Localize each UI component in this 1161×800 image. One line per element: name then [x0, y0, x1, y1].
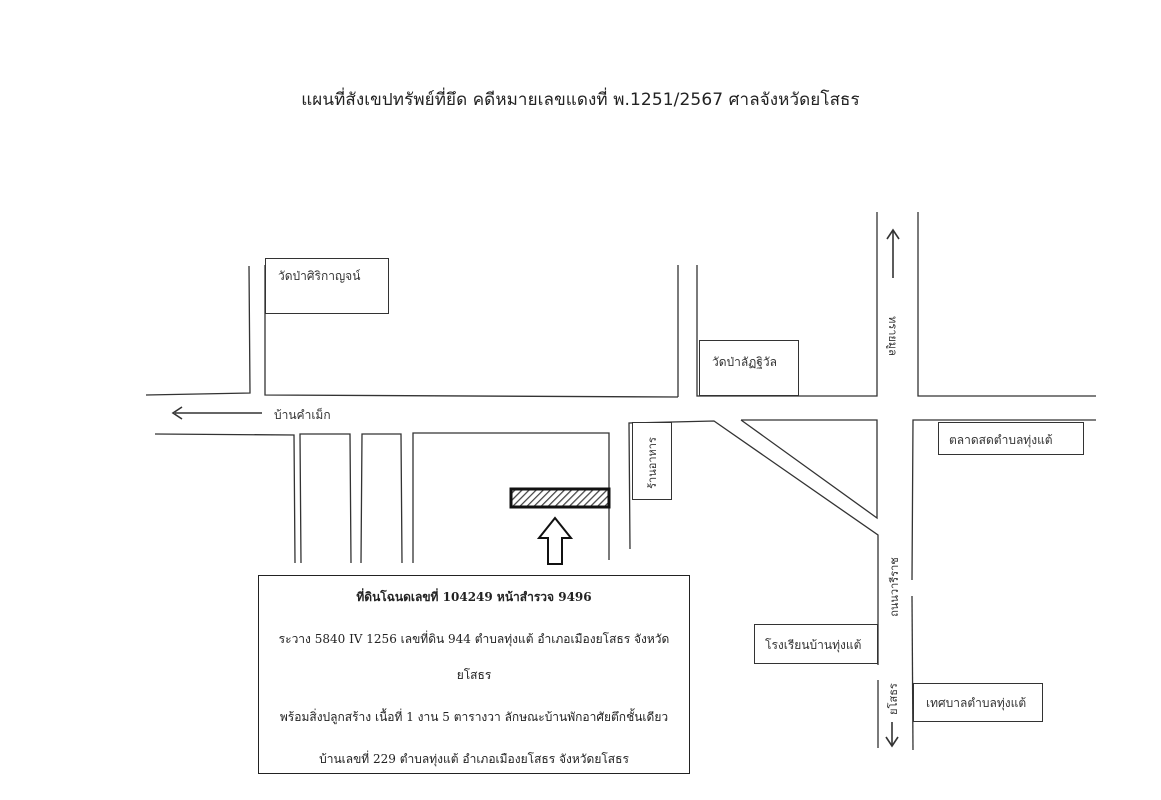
landmark-municipality: เทศบาลตำบลทุ่งแต้ [913, 683, 1043, 722]
property-marker [509, 487, 611, 509]
road-edge [917, 212, 1096, 397]
hollow-up-arrow-icon [536, 516, 574, 565]
deed-line: ที่ดินโฉนดเลขที่ 104249 หน้าสำรวจ 9496 [356, 590, 592, 604]
property-info-box: ที่ดินโฉนดเลขที่ 104249 หน้าสำรวจ 9496 ร… [258, 575, 690, 774]
road-edge [145, 265, 251, 396]
direction-label-north: ทรายมูล [886, 316, 899, 356]
restaurant-label: ร้านอาหาร [646, 437, 659, 489]
road-edge [696, 212, 878, 397]
landmark-label: ตลาดสดตำบลทุ่งแต้ [949, 433, 1053, 447]
province-line: ยโสธร [456, 668, 492, 682]
landmark-label: วัดป่าลัฏฐิวัล [712, 355, 778, 369]
address-line: บ้านเลขที่ 229 ตำบลทุ่งแต้ อำเภอเมืองยโส… [319, 752, 629, 766]
building-line: พร้อมสิ่งปลูกสร้าง เนื้อที่ 1 งาน 5 ตารา… [279, 710, 669, 724]
landmark-market: ตลาดสดตำบลทุ่งแต้ [938, 422, 1084, 455]
landmark-wat-lattiwan: วัดป่าลัฏฐิวัล [699, 340, 799, 396]
landmark-restaurant [632, 422, 672, 500]
landmark-wat-sirikan: วัดป่าศิริกาญจน์ [265, 258, 389, 314]
road-name-south: ถนนวารีราช [888, 557, 901, 617]
map-title: แผนที่สังเขปทรัพย์ที่ยึด คดีหมายเลขแดงที… [301, 90, 860, 110]
landmark-label: เทศบาลตำบลทุ่งแต้ [926, 696, 1027, 710]
landmark-label: วัดป่าศิริกาญจน์ [278, 269, 361, 283]
direction-label-west: บ้านคำเม็ก [274, 408, 331, 422]
landmark-label: โรงเรียนบ้านทุ่งแต้ [765, 638, 862, 652]
landmark-school: โรงเรียนบ้านทุ่งแต้ [754, 624, 878, 664]
parcel-line: ระวาง 5840 IV 1256 เลขที่ดิน 944 ตำบลทุ่… [278, 632, 670, 646]
direction-label-south: ยโสธร [887, 683, 900, 715]
